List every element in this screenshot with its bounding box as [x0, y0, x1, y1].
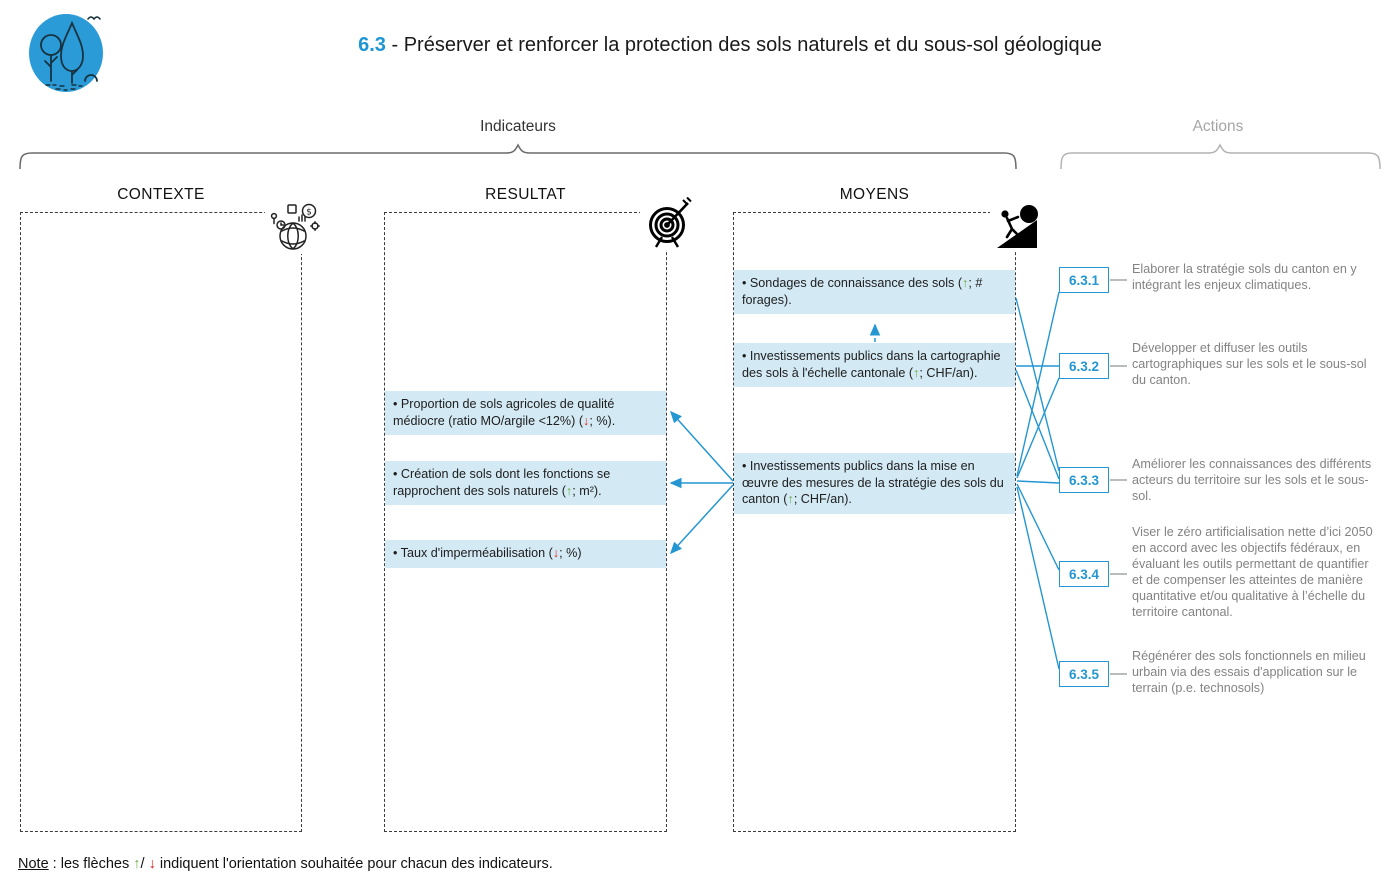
action-box-633: 6.3.3 — [1059, 467, 1109, 493]
action-desc-connectors — [1110, 279, 1127, 675]
action-description-633: Améliorer les connaissances des différen… — [1132, 457, 1372, 503]
moyens-item-1: • Sondages de connaissance des sols (↑; … — [734, 270, 1015, 315]
trend-down-icon: ↓ — [552, 546, 560, 560]
moyens-to-resultat-arrows — [669, 410, 734, 555]
objective-title-text: - Préserver et renforcer la protection d… — [385, 34, 1102, 56]
resultat-item-3: • Taux d'imperméabilisation (↓; %) — [385, 540, 666, 568]
moyens-box — [733, 212, 1016, 832]
svg-text:$: $ — [306, 208, 312, 218]
indicator-text: ; # forages). — [742, 276, 983, 307]
footnote: Note : les flèches ↑/ ↓ indiquent l'orie… — [18, 856, 553, 872]
action-box-632: 6.3.2 — [1059, 353, 1109, 379]
note-text: : les flèches — [48, 856, 134, 872]
contexte-icon-badge: $ — [265, 198, 323, 254]
moyens-to-actions-links — [1015, 291, 1060, 670]
resultat-header: RESULTAT — [485, 186, 566, 203]
trend-up-icon: ↑ — [913, 365, 920, 380]
indicator-text: ; CHF/an). — [793, 492, 852, 507]
indicator-text: • Sondages de connaissance des sols ( — [742, 276, 963, 290]
logo — [26, 8, 110, 96]
target-icon — [649, 197, 692, 248]
moyens-header: MOYENS — [839, 186, 910, 203]
page-title: 6.3 - Préserver et renforcer la protecti… — [100, 34, 1360, 57]
indicator-text: ; %). — [589, 413, 616, 428]
action-description-632: Développer et diffuser les outils cartog… — [1132, 341, 1367, 387]
note-text: indiquent l'orientation souhaitée pour c… — [155, 856, 553, 872]
action-box-631: 6.3.1 — [1059, 267, 1109, 293]
contexte-header: CONTEXTE — [117, 186, 205, 203]
objective-code: 6.3 — [358, 34, 386, 56]
indicator-text: ; m²). — [572, 483, 602, 498]
indicator-text: • Investissements publics dans la mise e… — [742, 459, 1004, 507]
action-description-634: Viser le zéro artificialisation nette d’… — [1132, 525, 1373, 619]
actions-group-label: Actions — [1192, 118, 1244, 135]
globe-economy-icon: $ — [270, 203, 320, 250]
resultat-box — [384, 212, 667, 832]
trend-down-icon: ↓ — [148, 856, 156, 872]
moyens-item-2: • Investissements publics dans la cartog… — [734, 343, 1015, 388]
resultat-item-1: • Proportion de sols agricoles de qualit… — [385, 391, 666, 436]
indicator-text: • Proportion de sols agricoles de qualit… — [393, 397, 615, 428]
note-label: Note — [18, 856, 49, 872]
indicateurs-brace — [19, 143, 1017, 170]
action-box-634: 6.3.4 — [1059, 561, 1109, 587]
indicator-text: ; CHF/an). — [919, 365, 978, 380]
trend-up-icon: ↑ — [133, 856, 141, 872]
resultat-item-2: • Création de sols dont les fonctions se… — [385, 461, 666, 506]
nature-logo-icon — [29, 14, 103, 92]
indicator-text: • Taux d'imperméabilisation ( — [393, 546, 553, 560]
effort-person-boulder-icon — [997, 205, 1038, 248]
indicator-text: ; %) — [559, 546, 582, 560]
indicator-text: • Création de sols dont les fonctions se… — [393, 467, 611, 498]
indicateurs-group-label: Indicateurs — [480, 118, 556, 135]
note-text: / — [140, 856, 149, 872]
trend-up-icon: ↑ — [962, 276, 969, 290]
trend-down-icon: ↓ — [583, 413, 590, 428]
action-box-635: 6.3.5 — [1059, 661, 1109, 687]
moyens-item-3: • Investissements publics dans la mise e… — [734, 453, 1015, 514]
contexte-box — [20, 212, 302, 832]
moyens-icon-badge — [990, 201, 1042, 251]
action-description-635: Régénérer des sols fonctionnels en milie… — [1132, 649, 1366, 695]
actions-brace — [1060, 143, 1381, 170]
trend-up-icon: ↑ — [787, 492, 794, 507]
resultat-icon-badge — [640, 196, 698, 250]
trend-up-icon: ↑ — [565, 483, 573, 498]
indicator-text: • Investissements publics dans la cartog… — [742, 349, 1001, 380]
action-description-631: Elaborer la stratégie sols du canton en … — [1132, 262, 1357, 292]
